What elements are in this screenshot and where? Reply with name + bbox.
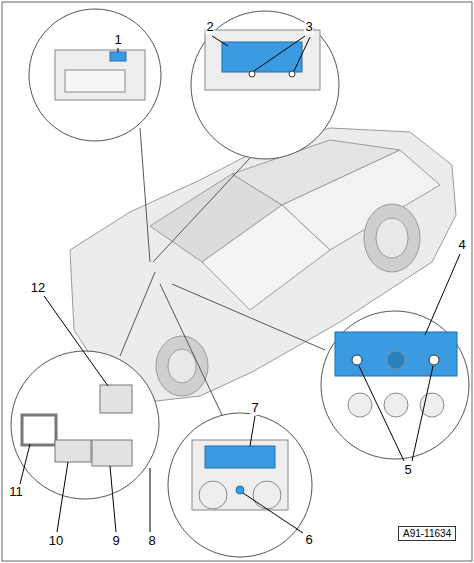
figure-number-box: A91-11634 <box>398 526 456 541</box>
callout-number: 1 <box>113 33 122 47</box>
callout-number: 10 <box>48 534 64 548</box>
callout-number: 7 <box>250 401 259 415</box>
callout-number: 9 <box>111 534 120 548</box>
callout-number: 8 <box>147 534 156 548</box>
callout-number: 12 <box>30 281 46 295</box>
callout-number: 3 <box>304 20 313 34</box>
callout-number: 4 <box>457 238 466 252</box>
callout-number: 5 <box>403 463 412 477</box>
figure-number: A91-11634 <box>403 528 451 539</box>
callout-number: 2 <box>205 20 214 34</box>
callout-number: 11 <box>8 485 24 499</box>
callout-number: 6 <box>304 533 313 547</box>
